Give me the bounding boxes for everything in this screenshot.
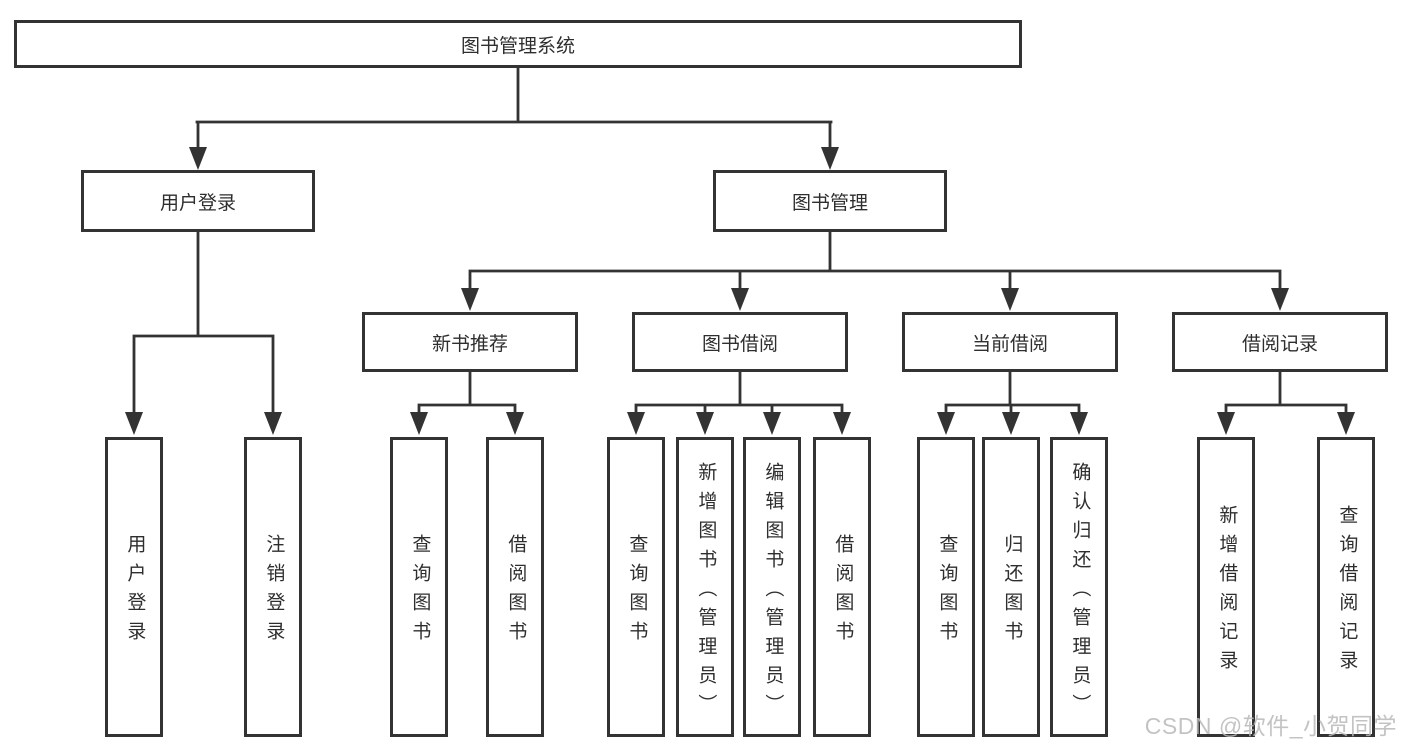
leaf-return-books-label: 归还图书 [1001,534,1023,650]
node-borrow-records: 借阅记录 [1172,312,1388,372]
node-user-login-label: 用户登录 [159,192,236,214]
leaf-user-login-label: 用户登录 [124,534,146,650]
leaf-borrow-books-recommend-label: 借阅图书 [505,534,527,650]
arrow-down-icon [937,412,955,435]
node-current-borrowing-label: 当前借阅 [971,333,1048,355]
node-book-management-label: 图书管理 [791,192,868,214]
node-new-book-recommend: 新书推荐 [362,312,578,372]
arrow-down-icon [1002,412,1020,435]
arrow-down-icon [461,288,479,311]
leaf-borrow-books: 借阅图书 [813,437,871,737]
node-current-borrowing: 当前借阅 [902,312,1118,372]
edge-bookborrow-to-leaves [634,370,844,416]
leaf-add-borrow-record: 新增借阅记录 [1197,437,1255,737]
edge-bookmgmt-to-level3 [468,230,1282,292]
arrow-down-icon [763,412,781,435]
leaf-logout-label: 注销登录 [263,534,285,650]
node-user-login: 用户登录 [81,170,315,232]
node-book-management: 图书管理 [713,170,947,232]
arrow-down-icon [125,412,143,435]
node-book-borrowing-label: 图书借阅 [701,333,778,355]
arrow-down-icon [821,147,839,170]
node-book-borrowing: 图书借阅 [632,312,848,372]
leaf-confirm-return-admin: 确认归还（管理员） [1050,437,1108,737]
leaf-query-books-recommend-label: 查询图书 [409,534,431,650]
watermark: CSDN @软件_小贺同学 [1144,713,1397,739]
leaf-user-login: 用户登录 [105,437,163,737]
arrow-down-icon [696,412,714,435]
arrow-down-icon [1001,288,1019,311]
leaf-query-books-recommend: 查询图书 [390,437,448,737]
leaf-borrow-books-recommend: 借阅图书 [486,437,544,737]
leaf-add-books-admin: 新增图书（管理员） [676,437,734,737]
leaf-logout: 注销登录 [244,437,302,737]
arrow-down-icon [1070,412,1088,435]
arrow-down-icon [627,412,645,435]
node-root: 图书管理系统 [14,20,1022,68]
leaf-query-borrow-record: 查询借阅记录 [1317,437,1375,737]
arrow-down-icon [506,412,524,435]
leaf-query-borrow-record-label: 查询借阅记录 [1336,505,1358,679]
arrow-down-icon [833,412,851,435]
arrow-down-icon [1337,412,1355,435]
leaf-edit-books-admin: 编辑图书（管理员） [743,437,801,737]
arrow-down-icon [1271,288,1289,311]
node-new-book-recommend-label: 新书推荐 [431,333,508,355]
leaf-query-books-borrowing: 查询图书 [607,437,665,737]
leaf-edit-books-admin-label: 编辑图书（管理员） [762,461,784,723]
arrow-down-icon [410,412,428,435]
leaf-query-books-current: 查询图书 [917,437,975,737]
leaf-query-books-borrowing-label: 查询图书 [626,534,648,650]
edge-currentborrow-to-leaves [944,370,1081,416]
arrowheads [125,147,1355,435]
leaf-confirm-return-admin-label: 确认归还（管理员） [1069,461,1091,723]
leaf-add-borrow-record-label: 新增借阅记录 [1216,505,1238,679]
node-borrow-records-label: 借阅记录 [1241,333,1318,355]
edge-userlogin-to-leaves [132,230,275,416]
edge-borrowrecords-to-leaves [1224,370,1348,416]
leaf-borrow-books-label: 借阅图书 [832,534,854,650]
arrow-down-icon [1217,412,1235,435]
arrow-down-icon [189,147,207,170]
node-root-label: 图书管理系统 [460,35,575,57]
edge-newbookrec-to-leaves [417,370,517,416]
arrow-down-icon [264,412,282,435]
leaf-return-books: 归还图书 [982,437,1040,737]
arrow-down-icon [731,288,749,311]
leaf-query-books-current-label: 查询图书 [936,534,958,650]
leaf-add-books-admin-label: 新增图书（管理员） [695,461,717,723]
edge-root-to-level2 [195,66,833,152]
